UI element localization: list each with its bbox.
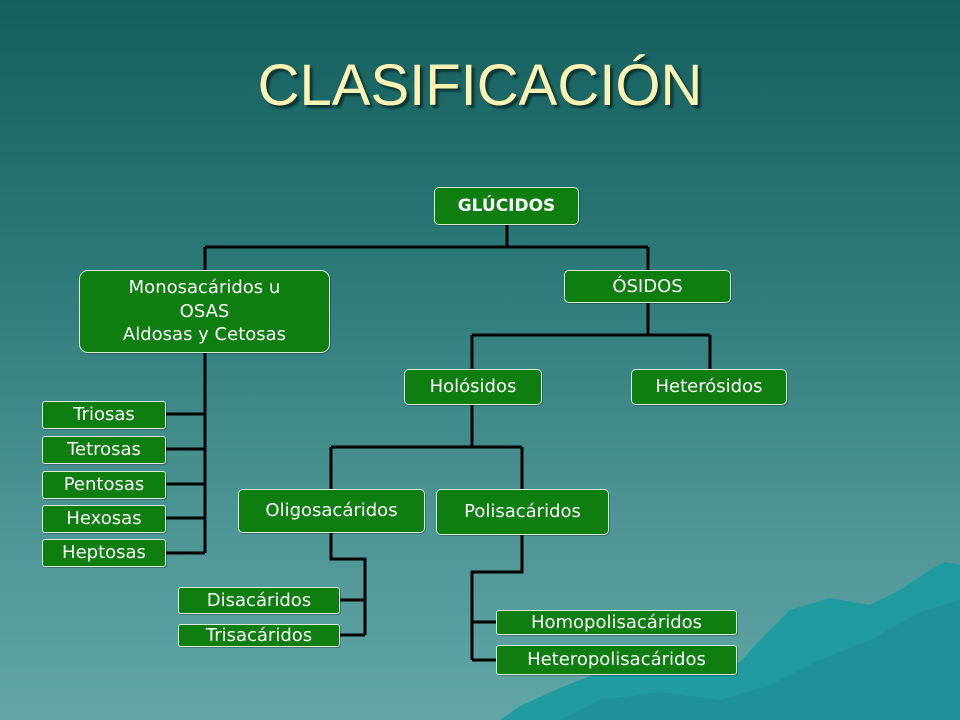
node-glucidos: GLÚCIDOS bbox=[434, 187, 579, 225]
page-title: CLASIFICACIÓN bbox=[257, 53, 703, 118]
node-homopolisacaridos: Homopolisacáridos bbox=[496, 610, 737, 635]
node-osidos: ÓSIDOS bbox=[564, 270, 731, 303]
node-heptosas: Heptosas bbox=[42, 539, 166, 567]
node-hexosas: Hexosas bbox=[42, 505, 166, 533]
node-heterosidos: Heterósidos bbox=[631, 369, 787, 405]
node-triosas: Triosas bbox=[42, 401, 166, 429]
node-tetrosas: Tetrosas bbox=[42, 436, 166, 464]
node-pentosas: Pentosas bbox=[42, 471, 166, 499]
connector-oligo-down bbox=[329, 533, 367, 635]
node-monosacaridos: Monosacáridos u OSAS Aldosas y Cetosas bbox=[79, 270, 330, 353]
connector-poli-down bbox=[470, 535, 524, 660]
node-trisacaridos: Trisacáridos bbox=[178, 624, 340, 647]
node-polisacaridos: Polisacáridos bbox=[436, 489, 609, 535]
node-oligosacaridos: Oligosacáridos bbox=[238, 489, 425, 533]
node-holosidos: Holósidos bbox=[404, 369, 542, 405]
node-disacaridos: Disacáridos bbox=[178, 587, 340, 614]
node-heteropolisacaridos: Heteropolisacáridos bbox=[496, 645, 737, 675]
